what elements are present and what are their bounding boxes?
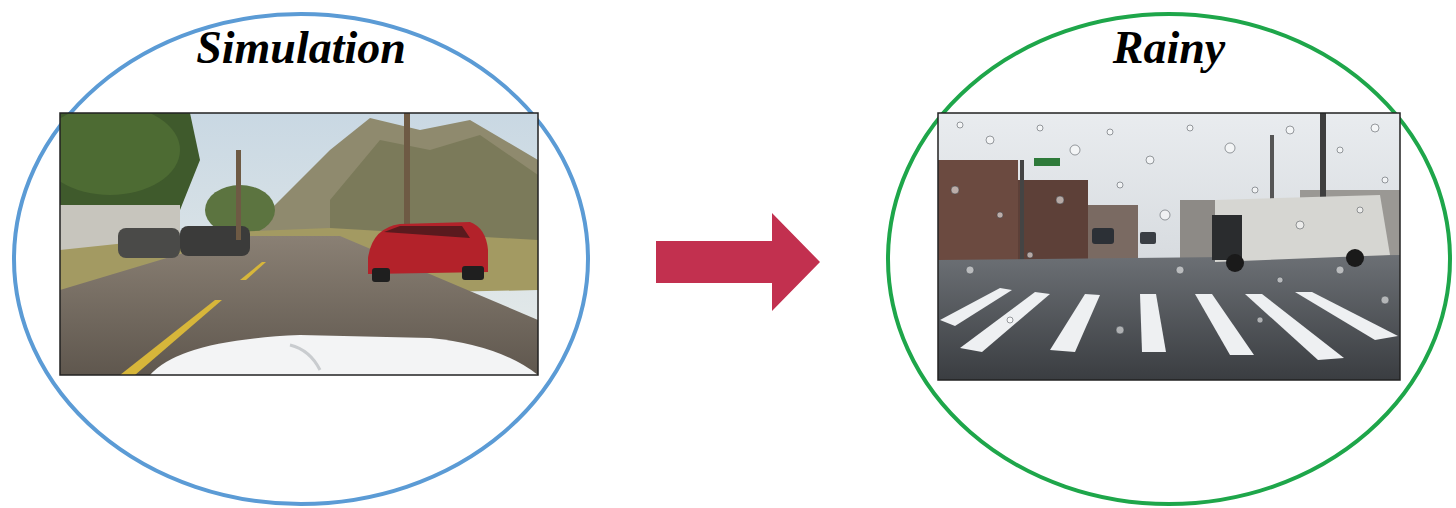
simulation-photo [60,113,538,375]
node-title: Simulation [12,20,590,76]
node-title: Rainy [886,20,1452,76]
photo-frame [60,113,538,375]
photo-frame [938,113,1400,380]
block-arrow [656,213,820,311]
rainy-photo [938,113,1400,380]
